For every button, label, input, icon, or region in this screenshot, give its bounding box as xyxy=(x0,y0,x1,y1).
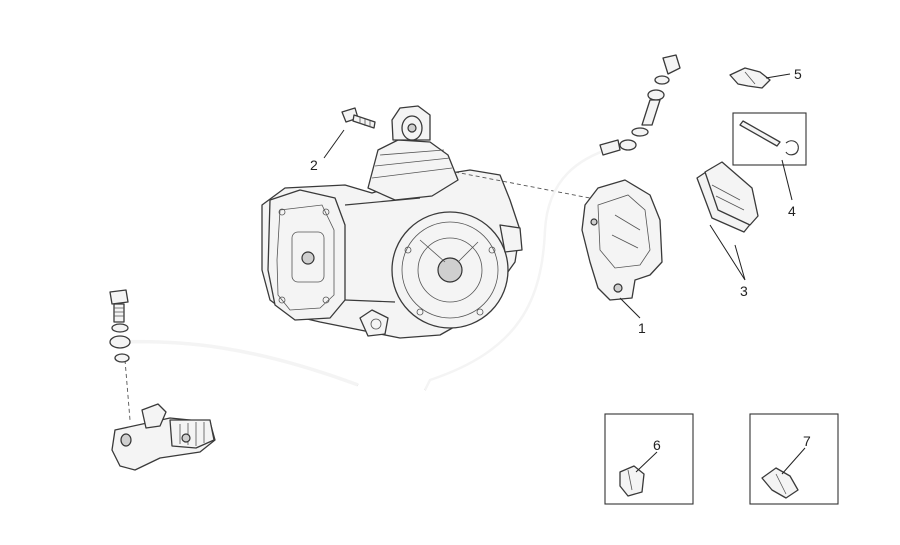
engine-assembly xyxy=(261,105,523,339)
part-box-6 xyxy=(604,413,694,505)
alignment-line-engine-caliper xyxy=(454,171,601,201)
callout-6: 6 xyxy=(653,437,661,453)
part-box-7 xyxy=(749,413,839,505)
callout-7: 7 xyxy=(803,433,811,449)
callout-2: 2 xyxy=(310,157,318,173)
leader-lines xyxy=(323,73,806,475)
banjo-bolt-stack xyxy=(619,54,681,151)
callout-4: 4 xyxy=(788,203,796,219)
brake-caliper-part-1 xyxy=(581,179,663,301)
callout-3: 3 xyxy=(740,283,748,299)
callout-1: 1 xyxy=(638,320,646,336)
brake-pads-part-3 xyxy=(696,161,759,233)
bolt-part-2 xyxy=(341,107,376,129)
lower-banjo-bolt xyxy=(109,289,131,363)
alignment-line-master-cylinder xyxy=(124,359,131,421)
brake-hose-upper xyxy=(423,139,621,391)
brake-hose-lower xyxy=(117,339,359,387)
callout-5: 5 xyxy=(794,66,802,82)
pin-clip-box-part-4 xyxy=(732,112,807,166)
master-cylinder xyxy=(111,403,216,471)
spring-clip-part-5 xyxy=(729,67,771,89)
